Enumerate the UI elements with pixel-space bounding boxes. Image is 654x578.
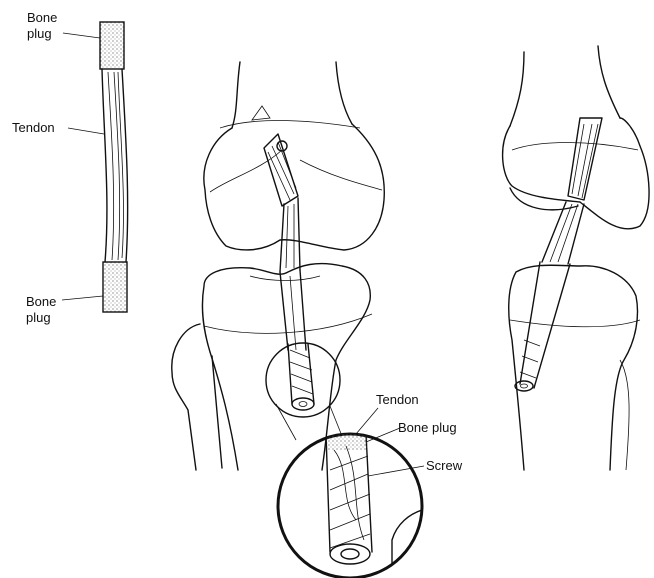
inset-circle xyxy=(278,434,422,578)
label-inset-bone-plug: Bone plug xyxy=(398,420,457,435)
label-tendon: Tendon xyxy=(12,120,55,135)
magnified-inset xyxy=(278,434,430,578)
top-bone-plug xyxy=(100,22,124,69)
knee-front-view xyxy=(172,62,385,470)
femoral-tunnel xyxy=(264,134,298,206)
label-top-bone-plug: Bone plug xyxy=(27,10,61,41)
label-inset-tendon: Tendon xyxy=(376,392,419,407)
knee-side-view xyxy=(503,46,649,470)
bottom-bone-plug xyxy=(103,262,127,312)
femur xyxy=(232,62,352,128)
label-bottom-bone-plug: Bone plug xyxy=(26,294,60,325)
tibia-lateral xyxy=(509,265,638,470)
femur-lateral xyxy=(510,46,620,126)
isolated-graft xyxy=(100,22,128,312)
tendon-body xyxy=(102,69,128,262)
fibula xyxy=(172,324,222,470)
label-inset-screw: Screw xyxy=(426,458,463,473)
graft-intra-articular xyxy=(280,198,300,272)
